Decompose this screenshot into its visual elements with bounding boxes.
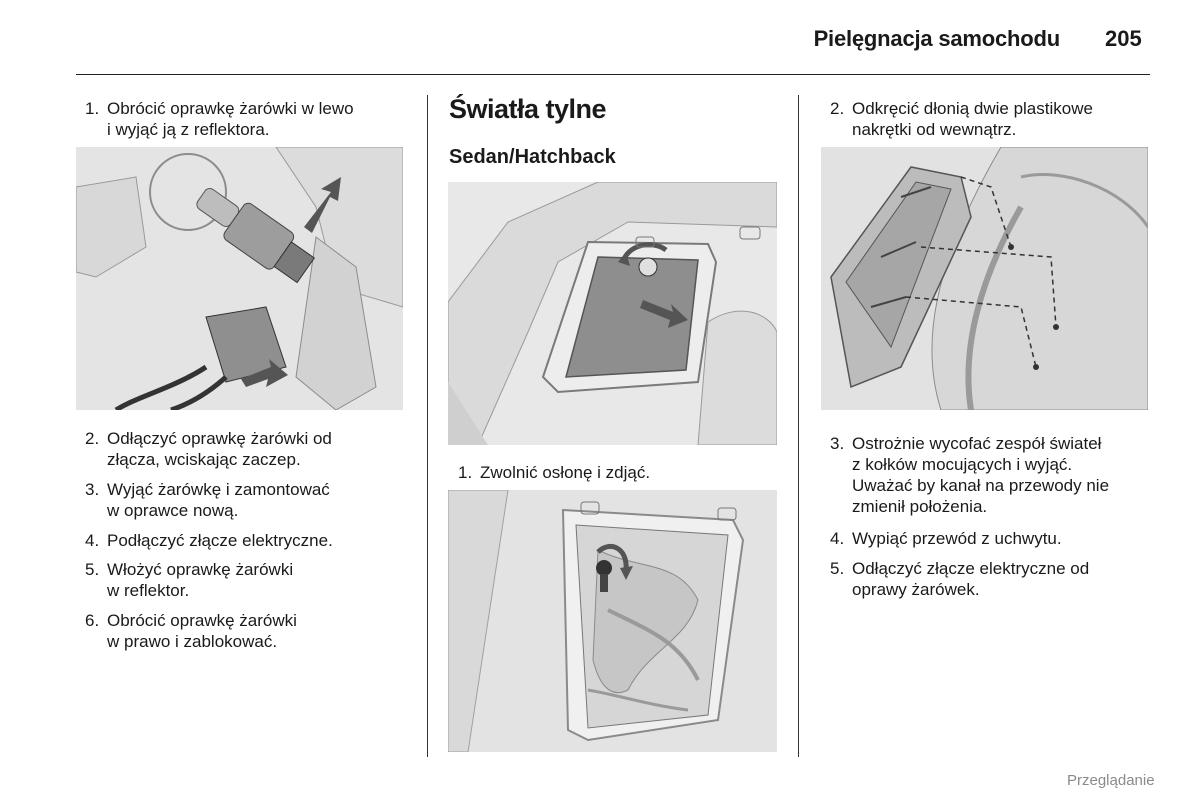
page-section-title: Pielęgnacja samochodu bbox=[813, 26, 1061, 51]
browse-link[interactable]: Przeglądanie bbox=[1067, 772, 1155, 789]
step-number: 6. bbox=[85, 611, 100, 630]
step-number: 1. bbox=[85, 99, 100, 118]
step-item: 1. Obrócić oprawkę żarówki w lewo i wyją… bbox=[85, 98, 415, 140]
step-item: 2. Odłączyć oprawkę żarówki od złącza, w… bbox=[85, 428, 415, 470]
step-text: Obrócić oprawkę żarówki w lewo i wyjąć j… bbox=[107, 99, 354, 139]
bulb-holder-illustration bbox=[76, 147, 403, 410]
step-number: 4. bbox=[830, 529, 845, 548]
step-item: 4. Podłączyć złącze elektryczne. bbox=[85, 530, 415, 551]
step-number: 5. bbox=[85, 560, 100, 579]
step-item: 6. Obrócić oprawkę żarówki w prawo i zab… bbox=[85, 610, 415, 652]
section-heading: Światła tylne bbox=[449, 94, 607, 124]
step-text: Zwolnić osłonę i zdjąć. bbox=[480, 463, 651, 482]
taillight-assembly-illustration bbox=[821, 147, 1148, 410]
step-number: 2. bbox=[85, 429, 100, 448]
step-item: 3. Ostrożnie wycofać zespół świateł z ko… bbox=[830, 433, 1160, 517]
step-number: 3. bbox=[85, 480, 100, 499]
step-text: Wypiąć przewód z uchwytu. bbox=[852, 529, 1062, 548]
trunk-cover-illustration bbox=[448, 182, 777, 445]
cover-removed-illustration bbox=[448, 490, 777, 752]
step-item: 3. Wyjąć żarówkę i zamontować w oprawce … bbox=[85, 479, 415, 521]
step-number: 2. bbox=[830, 99, 845, 118]
step-item: 5. Włożyć oprawkę żarówki w reflektor. bbox=[85, 559, 415, 601]
step-text: Odkręcić dłonią dwie plastikowe nakrętki… bbox=[852, 99, 1093, 139]
step-number: 3. bbox=[830, 434, 845, 453]
step-item: 2. Odkręcić dłonią dwie plastikowe nakrę… bbox=[830, 98, 1160, 140]
column-divider-left bbox=[427, 95, 428, 757]
step-text: Włożyć oprawkę żarówki w reflektor. bbox=[107, 560, 294, 600]
step-number: 4. bbox=[85, 531, 100, 550]
step-number: 1. bbox=[458, 463, 473, 482]
step-item: 5. Odłączyć złącze elektryczne od oprawy… bbox=[830, 558, 1160, 600]
page-number: 205 bbox=[1105, 26, 1142, 51]
step-item: 1. Zwolnić osłonę i zdjąć. bbox=[458, 462, 778, 483]
step-item: 4. Wypiąć przewód z uchwytu. bbox=[830, 528, 1160, 549]
header-divider bbox=[76, 74, 1150, 75]
subsection-heading: Sedan/Hatchback bbox=[449, 146, 616, 168]
step-text: Ostrożnie wycofać zespół świateł z kołkó… bbox=[852, 434, 1110, 516]
step-text: Podłączyć złącze elektryczne. bbox=[107, 531, 333, 550]
step-text: Wyjąć żarówkę i zamontować w oprawce now… bbox=[107, 480, 330, 520]
step-text: Odłączyć złącze elektryczne od oprawy ża… bbox=[852, 559, 1090, 599]
column-divider-right bbox=[798, 95, 799, 757]
step-text: Obrócić oprawkę żarówki w prawo i zablok… bbox=[107, 611, 297, 651]
step-number: 5. bbox=[830, 559, 845, 578]
step-text: Odłączyć oprawkę żarówki od złącza, wcis… bbox=[107, 429, 332, 469]
